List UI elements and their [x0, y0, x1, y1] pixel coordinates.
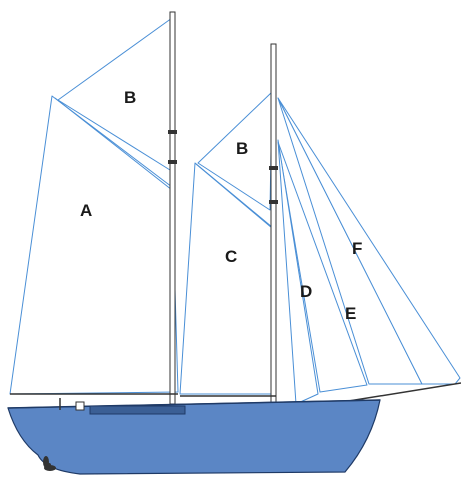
label-c: C — [225, 247, 237, 266]
fore-mast-band — [269, 166, 278, 170]
main-mast — [170, 12, 175, 404]
fore-mast-band-2 — [269, 200, 278, 204]
label-b-fore: B — [236, 139, 248, 158]
label-f: F — [352, 239, 362, 258]
main-mast-band-2 — [168, 160, 177, 164]
deck-fitting — [76, 402, 84, 410]
hull — [8, 400, 380, 474]
main-mast-band — [168, 130, 177, 134]
label-b-main: B — [124, 88, 136, 107]
label-d: D — [300, 282, 312, 301]
deckhouse — [90, 406, 185, 414]
label-a: A — [80, 201, 92, 220]
label-e: E — [345, 304, 356, 323]
fore-mast — [271, 44, 276, 406]
